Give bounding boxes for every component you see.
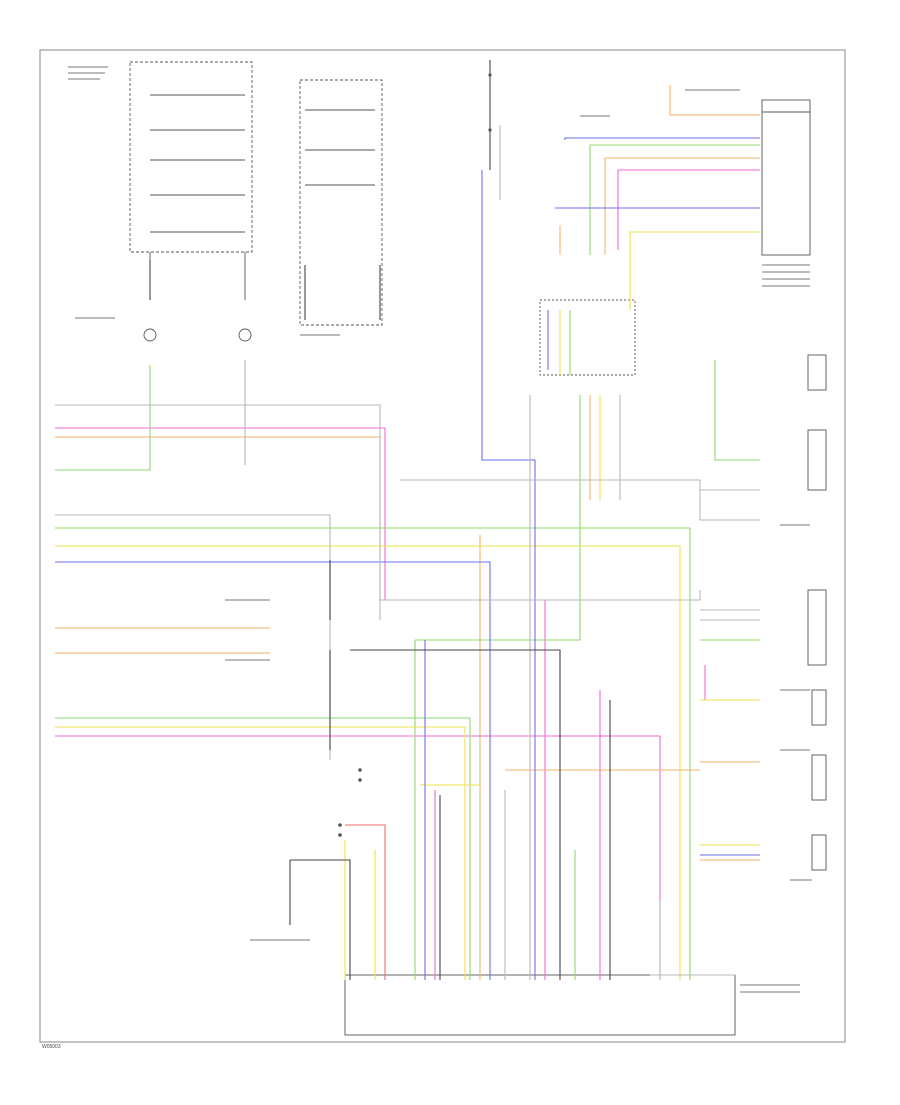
right-connector-3 [807, 589, 827, 666]
gray-wires [55, 125, 760, 980]
diagram-border [39, 49, 846, 1043]
figure-id: W05003 [42, 1044, 61, 1050]
center-connector-block [539, 299, 636, 376]
top-right-module [761, 99, 811, 256]
red-wires [345, 824, 386, 980]
memory-switch-component [299, 79, 383, 326]
connector-pins [338, 73, 492, 837]
right-connector-5 [811, 754, 827, 801]
green-wires [55, 144, 760, 980]
black-wires [149, 60, 611, 980]
right-connector-6 [811, 834, 827, 871]
blue-wires [55, 137, 760, 980]
label-marks [68, 66, 812, 993]
main-control-module [344, 974, 736, 1036]
pink-wires [55, 169, 760, 980]
yellow-wires [55, 231, 760, 980]
right-connector-1 [807, 354, 827, 391]
right-connector-2 [807, 429, 827, 491]
mirror-switch-component [129, 61, 253, 342]
right-connector-4 [811, 689, 827, 726]
orange-wires [55, 85, 760, 980]
